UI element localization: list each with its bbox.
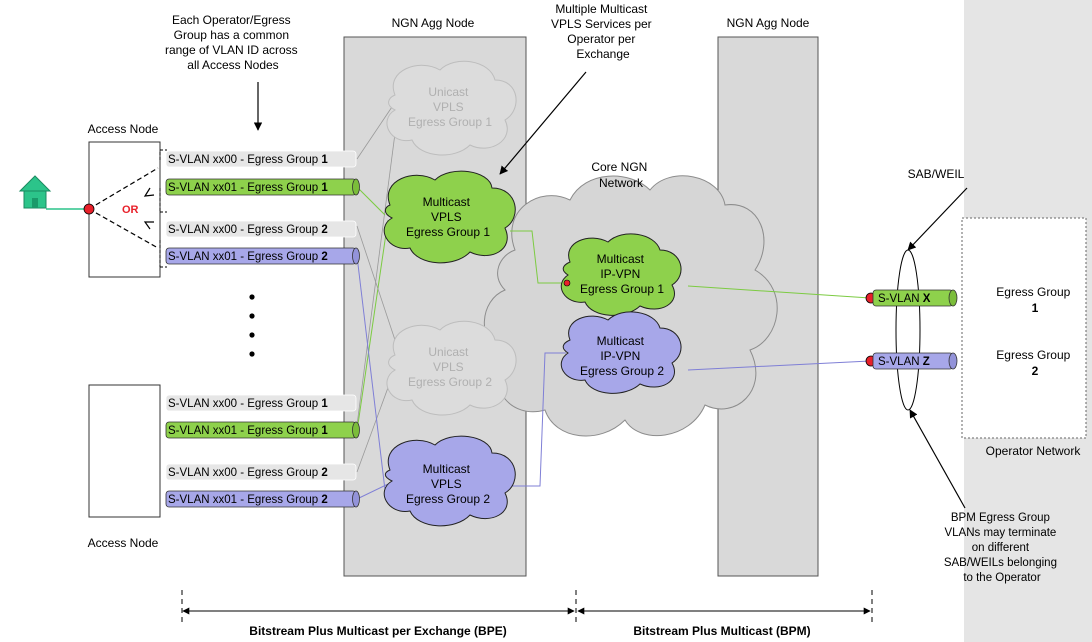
agg-node-right-label: NGN Agg Node [727, 16, 810, 30]
vlan-label-bottom-3: S-VLAN xx01 - Egress Group 2 [168, 494, 328, 506]
scope-dimension-lines [181, 590, 873, 625]
operator-network-box [961, 217, 1087, 439]
cloud-ipvpn-2-label: Multicast IP-VPN Egress Group 2 [580, 334, 664, 378]
operator-vlan-z [872, 352, 958, 370]
access-vlans-bottom [165, 394, 360, 508]
multiple-vpls-note: Multiple Multicast VPLS Services per Ope… [551, 2, 655, 61]
cloud-multicast-vpls-2-label: Multicast VPLS Egress Group 2 [406, 462, 490, 506]
or-arrow-down [143, 221, 154, 230]
cloud-unicast-1 [386, 60, 517, 156]
access-node-bottom-label: Access Node [88, 536, 159, 550]
sab-weil-arrow [907, 187, 968, 251]
operator-vlan-z-label: S-VLAN Z [878, 356, 930, 368]
egress-group-1-label: Egress Group 1 [996, 285, 1073, 315]
vlan-label-bottom-0: S-VLAN xx00 - Egress Group 1 [168, 398, 328, 410]
ipvpn-1-port-dot [563, 279, 571, 287]
access-node-bottom-box [88, 384, 161, 518]
operator-network-label: Operator Network [986, 444, 1082, 458]
vlan-label-top-0: S-VLAN xx00 - Egress Group 1 [168, 154, 328, 166]
sab-weil-label: SAB/WEIL [908, 167, 965, 181]
vlan-label-top-2: S-VLAN xx00 - Egress Group 2 [168, 224, 328, 236]
or-link-up [88, 167, 159, 210]
cloud-unicast-1-label: Unicast VPLS Egress Group 1 [408, 85, 492, 129]
cloud-ipvpn-1 [561, 233, 682, 316]
cloud-ipvpn-2 [561, 311, 682, 394]
cloud-multicast-vpls-1 [383, 170, 516, 264]
cloud-unicast-2-label: Unicast VPLS Egress Group 2 [408, 345, 492, 389]
agg-node-left-label: NGN Agg Node [392, 16, 475, 30]
sab-weil-ellipse [895, 249, 921, 411]
more-access-nodes-dots [249, 294, 255, 357]
bpe-scope-label: Bitstream Plus Multicast per Exchange (B… [249, 624, 506, 638]
bpm-note-arrow [909, 409, 966, 509]
bpm-scope-label: Bitstream Plus Multicast (BPM) [633, 624, 810, 638]
operator-vlan-x [872, 289, 958, 307]
bpm-note: BPM Egress Group VLANs may terminate on … [944, 512, 1060, 584]
cloud-multicast-vpls-1-label: Multicast VPLS Egress Group 1 [406, 195, 490, 239]
or-label: OR [122, 204, 139, 216]
cloud-ipvpn-1-label: Multicast IP-VPN Egress Group 1 [580, 252, 664, 296]
vlan-label-top-3: S-VLAN xx01 - Egress Group 2 [168, 251, 328, 263]
vlan-label-top-1: S-VLAN xx01 - Egress Group 1 [168, 182, 328, 194]
access-port-bracket-top [159, 149, 167, 268]
vlan-range-note: Each Operator/Egress Group has a common … [165, 13, 301, 72]
vlan-label-bottom-2: S-VLAN xx00 - Egress Group 2 [168, 467, 328, 479]
or-arrow-up [143, 187, 155, 197]
multiple-vpls-arrow [499, 71, 587, 175]
or-link-down [88, 208, 159, 249]
access-node-port-dot [83, 203, 95, 215]
access-node-top-label: Access Node [88, 122, 159, 136]
cloud-multicast-vpls-2 [383, 435, 516, 527]
egress-group-2-label: Egress Group 2 [996, 348, 1073, 378]
home-icon [18, 175, 52, 209]
access-vlans-top [165, 150, 360, 265]
vlan-label-bottom-1: S-VLAN xx01 - Egress Group 1 [168, 425, 328, 437]
operator-vlan-x-label: S-VLAN X [878, 293, 931, 305]
core-network-label: Core NGN Network [591, 160, 650, 190]
cloud-unicast-2 [386, 320, 517, 416]
